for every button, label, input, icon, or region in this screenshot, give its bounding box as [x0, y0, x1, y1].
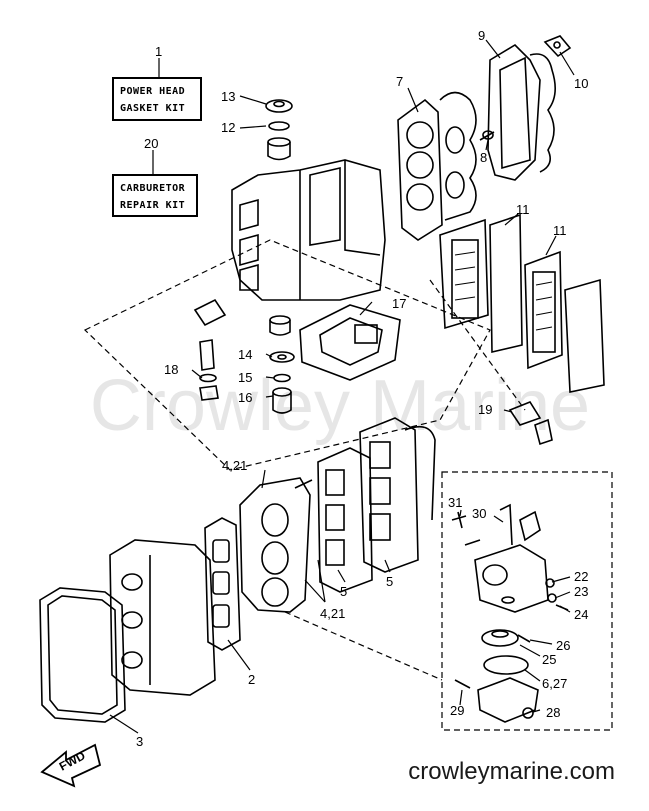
callout-11-b: 11: [553, 223, 567, 238]
callout-31: 31: [448, 495, 462, 510]
callout-19: 19: [478, 402, 492, 417]
fitting-8: [479, 130, 495, 141]
callout-3: 3: [136, 734, 143, 749]
callout-26: 26: [556, 638, 570, 653]
callout-22: 22: [574, 569, 588, 584]
callout-24: 24: [574, 607, 588, 622]
callout-16: 16: [238, 390, 252, 405]
callout-11-a: 11: [516, 202, 530, 217]
callout-8: 8: [480, 150, 487, 165]
power-head-gasket-kit-box: POWER HEAD GASKET KIT: [112, 77, 202, 121]
callout-4-21-b: 4,21: [320, 606, 345, 621]
upper-bearing-seal: [265, 99, 293, 161]
exhaust-manifold: [239, 477, 313, 613]
callout-6-27: 6,27: [542, 676, 567, 691]
sleeve-18: [193, 298, 227, 401]
callout-7: 7: [396, 74, 403, 89]
leader-dashed-19: [429, 279, 526, 411]
fwd-arrow-icon: [40, 743, 102, 788]
exhaust-gasket-3: [39, 587, 126, 723]
power-head-kit-line2: GASKET KIT: [120, 103, 186, 114]
power-head-kit-line1: POWER HEAD: [120, 86, 186, 97]
manifold-gasket-rear: [359, 417, 436, 573]
callout-25: 25: [542, 652, 556, 667]
callout-17: 17: [392, 296, 406, 311]
crankcase-block: [231, 159, 386, 301]
callout-4-21-a: 4,21: [222, 458, 247, 473]
head-gasket: [397, 98, 443, 241]
callout-10: 10: [574, 76, 588, 91]
carburetor-body: [474, 503, 549, 613]
float-bowl: [477, 629, 539, 723]
callout-23: 23: [574, 584, 588, 599]
callout-5-b: 5: [386, 574, 393, 589]
leader-dashed-carb: [284, 611, 443, 681]
carburetor-kit-line2: REPAIR KIT: [120, 200, 186, 211]
callout-28: 28: [546, 705, 560, 720]
reed-valve-gasket-left: [439, 213, 523, 354]
carburetor-kit-line1: CARBURETOR: [120, 183, 186, 194]
powerhead-dashed-region: [83, 239, 491, 471]
callout-15: 15: [238, 370, 252, 385]
callout-5-a: 5: [340, 584, 347, 599]
callout-29: 29: [450, 703, 464, 718]
head-cover-gasket: [487, 43, 556, 181]
callout-30: 30: [472, 506, 486, 521]
lower-bearing-stack: [269, 315, 295, 414]
carburetor-repair-kit-box: CARBURETOR REPAIR KIT: [112, 174, 198, 217]
reed-ribs: [454, 251, 553, 331]
kit-number-1: 1: [155, 44, 162, 59]
callout-18: 18: [164, 362, 178, 377]
callout-2: 2: [248, 672, 255, 687]
part-19: [508, 401, 553, 446]
callout-13: 13: [221, 89, 235, 104]
thermostat-cover: [543, 35, 572, 58]
leader-lines: [109, 39, 575, 734]
kit-number-20: 20: [144, 136, 158, 151]
callout-9: 9: [478, 28, 485, 43]
base-gasket: [299, 304, 401, 381]
reed-valve-gasket-right: [524, 250, 605, 393]
footer-url: crowleymarine.com: [408, 758, 615, 785]
callout-12: 12: [221, 120, 235, 135]
carburetor-dashed-box: [441, 471, 613, 731]
manifold-gasket-front: [317, 447, 373, 593]
callout-14: 14: [238, 347, 252, 362]
cylinder-head: [439, 91, 477, 221]
exhaust-cover: [109, 539, 216, 696]
